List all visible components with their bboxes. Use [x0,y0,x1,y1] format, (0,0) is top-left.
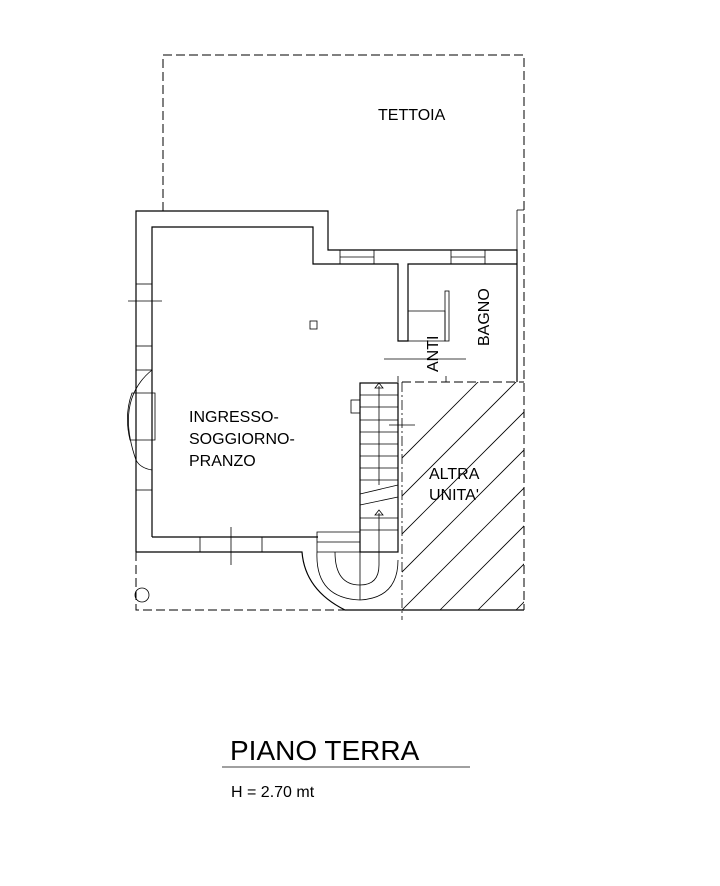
hatch-line [477,563,524,610]
height-note: H = 2.70 mt [231,784,315,801]
label-living-3: PRANZO [189,453,256,470]
hatch-line [439,525,524,610]
hatch-line [554,350,720,610]
altra-unita-hatch [402,350,720,610]
hatch-line [515,601,524,610]
hatch-line [668,350,720,610]
hatch-line [706,350,720,610]
tettoia-outline [162,54,525,610]
staircase [316,382,415,601]
hatch-line [592,350,720,610]
hatch-line [402,449,524,573]
hatch-line [402,487,524,610]
plan-title: PIANO TERRA [230,735,420,766]
label-anti: ANTI [425,336,442,372]
hatch-line [402,411,524,535]
label-altra-2: UNITA' [429,487,479,504]
walls [127,210,524,611]
label-living-1: INGRESSO- [189,409,279,426]
label-altra-1: ALTRA [429,466,480,483]
hatch-line [402,382,479,459]
label-bagno: BAGNO [476,288,493,346]
hatch-line [630,350,720,610]
hatch-line [402,382,517,497]
label-tettoia: TETTOIA [378,107,446,124]
label-living-2: SOGGIORNO- [189,431,295,448]
